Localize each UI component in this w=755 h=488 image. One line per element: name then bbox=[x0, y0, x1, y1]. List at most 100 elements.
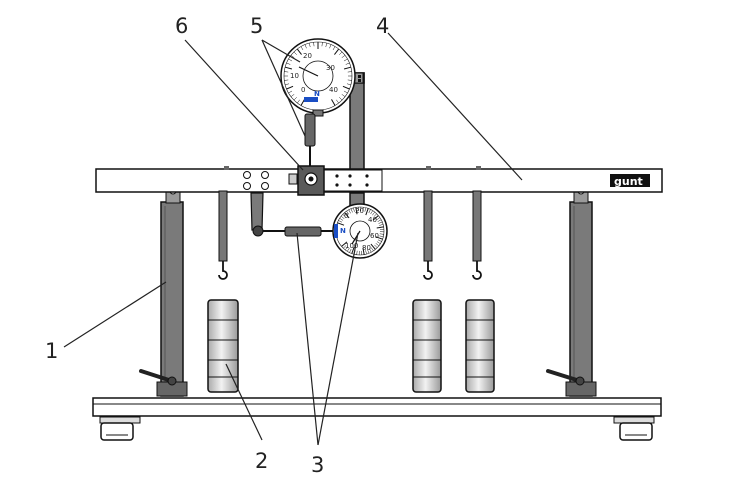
side-dial-tick-60: 60 bbox=[370, 232, 379, 240]
dial-tick bbox=[375, 236, 383, 240]
dial-tick bbox=[339, 97, 343, 101]
dial-tick bbox=[285, 66, 293, 70]
dial-tick bbox=[350, 208, 353, 213]
hanger-rods bbox=[218, 190, 482, 280]
dial-tick bbox=[372, 211, 375, 216]
dial-tick bbox=[372, 215, 379, 221]
dial-tick bbox=[370, 247, 374, 252]
dial-tick bbox=[368, 209, 371, 214]
dial-tick bbox=[362, 247, 365, 255]
top-dial-tick-10: 10 bbox=[290, 72, 299, 80]
dial-tick bbox=[346, 210, 350, 215]
dial-tick bbox=[342, 214, 346, 218]
force-gauge-side: 0 20 40 60 80 100 N bbox=[332, 203, 388, 259]
dial-tick bbox=[348, 209, 351, 214]
dial-tick bbox=[343, 66, 351, 70]
spring-rod-side bbox=[284, 226, 336, 237]
dial-tick bbox=[379, 224, 384, 226]
weight-stack-mid bbox=[412, 299, 442, 393]
dial-tick bbox=[342, 85, 350, 90]
callout-2: 2 bbox=[255, 449, 268, 473]
side-dial-tick-0: 0 bbox=[344, 212, 348, 220]
dial-tick bbox=[290, 55, 295, 58]
dial-tick bbox=[341, 55, 346, 58]
dial-tick bbox=[347, 79, 352, 81]
dial-tick bbox=[355, 207, 358, 215]
base-foot-right bbox=[619, 422, 653, 441]
leader-5b bbox=[261, 39, 306, 137]
dial-tick bbox=[313, 42, 315, 47]
dial-tick bbox=[377, 219, 382, 222]
dial-tick bbox=[339, 51, 343, 55]
leader-6 bbox=[184, 39, 304, 171]
spring-rod-top bbox=[304, 113, 316, 168]
dial-tick bbox=[284, 71, 289, 73]
dial-tick bbox=[377, 239, 382, 242]
dial-tick bbox=[288, 90, 293, 94]
column-left bbox=[156, 182, 188, 397]
dial-tick bbox=[288, 58, 293, 62]
dial-tick bbox=[343, 90, 348, 94]
dial-tick bbox=[365, 208, 369, 216]
dial-tick bbox=[375, 243, 380, 246]
dial-tick bbox=[373, 213, 377, 217]
side-dial-tick-80: 80 bbox=[362, 244, 371, 252]
dial-tick bbox=[344, 212, 350, 219]
dial-tick bbox=[370, 243, 376, 250]
top-dial-tick-40: 40 bbox=[329, 86, 338, 94]
dial-tick bbox=[340, 216, 345, 219]
weight-stack-right bbox=[465, 299, 495, 393]
weight-stack-left bbox=[207, 299, 239, 393]
dial-tick bbox=[351, 246, 355, 254]
base-foot-left bbox=[100, 422, 134, 441]
leader-lines bbox=[63, 32, 523, 446]
dial-tick bbox=[290, 94, 295, 97]
dial-tick bbox=[369, 248, 372, 253]
dial-support-post bbox=[334, 72, 365, 208]
leader-4 bbox=[387, 32, 523, 181]
dial-tick bbox=[364, 207, 367, 212]
leader-2 bbox=[225, 363, 263, 441]
dial-tick bbox=[331, 99, 336, 106]
leader-5a bbox=[261, 39, 301, 63]
dial-tick bbox=[347, 247, 350, 252]
dial-tick bbox=[349, 248, 352, 253]
lever-arm bbox=[250, 192, 285, 237]
dial-tick bbox=[379, 235, 384, 238]
callout-5: 5 bbox=[250, 14, 263, 38]
dial-tick bbox=[286, 62, 291, 65]
dial-tick bbox=[286, 85, 294, 90]
dial-tick bbox=[341, 241, 348, 247]
dial-tick bbox=[345, 62, 350, 65]
dial-tick bbox=[376, 226, 384, 229]
dial-tick bbox=[284, 79, 289, 81]
dial-tick bbox=[376, 217, 381, 221]
logo-text: gunt bbox=[614, 175, 643, 188]
dial-tick bbox=[308, 43, 311, 48]
side-dial-tick-20: 20 bbox=[355, 207, 364, 215]
clamp-block bbox=[288, 165, 325, 196]
dial-tick bbox=[343, 245, 347, 249]
dial-tick bbox=[336, 99, 339, 104]
dial-tick bbox=[374, 244, 378, 248]
dial-tick bbox=[321, 42, 323, 47]
side-dial-tick-40: 40 bbox=[368, 216, 377, 224]
dial-tick bbox=[356, 250, 358, 255]
callout-6: 6 bbox=[175, 14, 188, 38]
dial-tick bbox=[346, 83, 351, 86]
gunt-logo: gunt bbox=[610, 174, 650, 188]
dial-tick bbox=[367, 249, 370, 254]
dial-tick bbox=[329, 44, 332, 49]
leader-1 bbox=[63, 281, 167, 348]
callout-3: 3 bbox=[311, 453, 324, 477]
dial-tick bbox=[297, 99, 300, 104]
dial-tick bbox=[337, 222, 345, 226]
side-dial-unit: N bbox=[340, 227, 346, 235]
dial-tick bbox=[370, 210, 373, 215]
dial-tick bbox=[293, 97, 297, 101]
force-gauge-top: 0 10 20 30 40 N bbox=[280, 38, 356, 117]
dial-tick bbox=[339, 218, 344, 221]
leader-3a bbox=[296, 232, 319, 446]
clamp-lever-right bbox=[546, 369, 585, 386]
